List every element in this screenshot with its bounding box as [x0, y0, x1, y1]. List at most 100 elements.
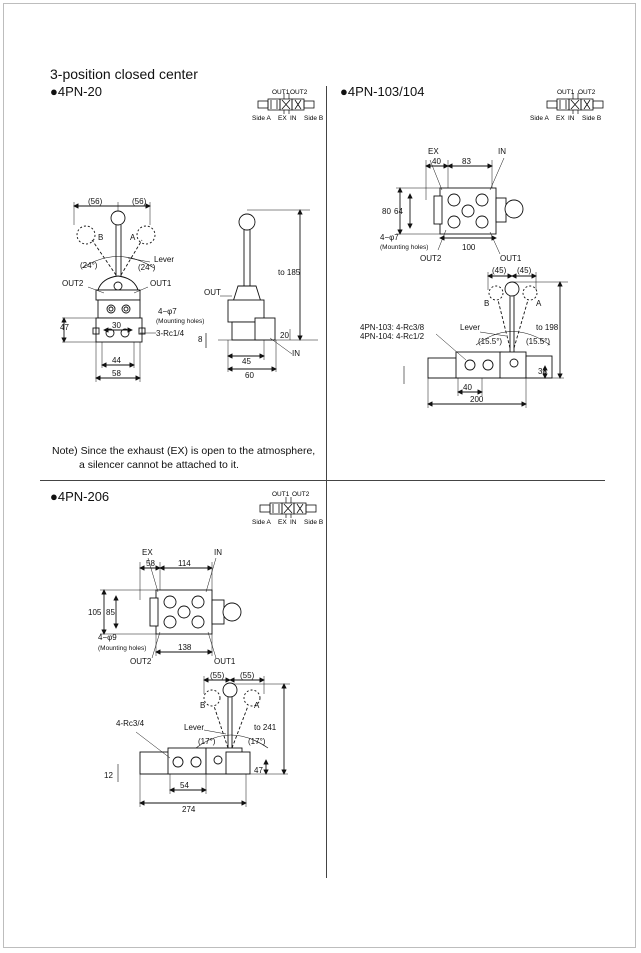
page-title: 3-position closed center	[50, 66, 198, 82]
holes-4pn-206: 4−φ9	[98, 633, 117, 642]
label-out2: OUT2	[420, 254, 442, 263]
dim-47: 47	[60, 323, 69, 332]
valve-symbol-4pn-20: OUT1 OUT2 Side A EX IN Side B	[252, 89, 323, 122]
labels-4pn-103-top: EX IN 40 83 80 64 4−φ7 (Mounting holes) …	[380, 147, 522, 263]
sym-in: IN	[568, 115, 575, 122]
dim-56-right: (56)	[132, 197, 147, 206]
dim-45-left: (45)	[492, 266, 507, 275]
ports-4pn-104: 4PN-104: 4-Rc1/2	[360, 332, 425, 341]
dim-20: 20	[280, 331, 289, 340]
note-line-1: Note) Since the exhaust (EX) is open to …	[52, 445, 316, 457]
sym-in: IN	[290, 519, 297, 526]
dim-to-241: to 241	[254, 723, 277, 732]
holes-sub-4pn-206: (Mounting holes)	[98, 645, 146, 652]
dim-45: 45	[242, 357, 251, 366]
drawing-4pn-103-top	[396, 157, 524, 255]
label-ex: EX	[428, 147, 439, 156]
angle-left: (17°)	[198, 737, 216, 746]
label-in: IN	[498, 147, 506, 156]
dim-200: 200	[470, 395, 484, 404]
dim-12: 12	[104, 771, 113, 780]
holes-sub-4pn-20: (Mounting holes)	[156, 318, 204, 325]
dim-to-198: to 198	[536, 323, 559, 332]
sym-side-b: Side B	[304, 115, 323, 122]
dim-8: 8	[198, 335, 203, 344]
label-in: IN	[292, 349, 300, 358]
column-divider-bottom	[326, 482, 327, 878]
labels-4pn-206-top: EX IN 58 114 105 85 4−φ9 (Mounting holes…	[88, 548, 236, 666]
dim-54: 54	[180, 781, 189, 790]
label-a: A	[130, 233, 136, 242]
dim-38: 38	[538, 367, 547, 376]
sym-out1: OUT1	[272, 491, 290, 498]
label-out2: OUT2	[62, 279, 84, 288]
drawing-4pn-206-top	[100, 557, 242, 659]
sym-side-a: Side A	[252, 115, 271, 122]
label-b: B	[98, 233, 103, 242]
dim-64: 64	[394, 207, 403, 216]
section-divider	[40, 480, 605, 481]
dim-138: 138	[178, 643, 192, 652]
labels-4pn-103-front: (45) (45) B A Lever 4PN-103: 4-Rc3/8 4PN…	[360, 266, 559, 404]
valve-symbol-4pn-206: OUT1 OUT2 Side A EX IN Side B	[252, 491, 323, 526]
dim-80: 80	[382, 207, 391, 216]
label-a: A	[536, 299, 542, 308]
model-heading-4pn-206: ●4PN-206	[50, 489, 110, 504]
labels-4pn-20-front: (56) (56) B A (24°) (24°) Lever OUT2 OUT…	[60, 197, 204, 378]
dim-58: 58	[146, 559, 155, 568]
dim-44: 44	[112, 356, 121, 365]
column-divider-top	[326, 86, 327, 483]
ports-4pn-103: 4PN-103: 4-Rc3/8	[360, 323, 425, 332]
sym-ex: EX	[556, 115, 565, 122]
sym-out1: OUT1	[272, 89, 290, 96]
angle-left: (24°)	[80, 261, 98, 270]
holes-4pn-20: 4−φ7	[158, 307, 177, 316]
dim-58: 58	[112, 369, 121, 378]
holes-sub-4pn-103: (Mounting holes)	[380, 244, 428, 251]
ports-4pn-206: 4-Rc3/4	[116, 719, 145, 728]
label-out: OUT	[204, 288, 221, 297]
sym-out2: OUT2	[292, 491, 310, 498]
sym-side-b: Side B	[304, 519, 323, 526]
label-out2: OUT2	[130, 657, 152, 666]
label-lever: Lever	[154, 255, 174, 264]
angle-right: (15.5°)	[526, 337, 550, 346]
sym-side-a: Side A	[252, 519, 271, 526]
page-frame	[3, 3, 636, 948]
dim-to-185: to 185	[278, 268, 301, 277]
model-heading-4pn-103-104: ●4PN-103/104	[340, 84, 425, 99]
label-out1: OUT1	[214, 657, 236, 666]
dim-47: 47	[254, 766, 263, 775]
drawing-4pn-20-front	[61, 202, 156, 382]
drawing-4pn-206-front	[117, 676, 290, 807]
sym-side-b: Side B	[582, 115, 601, 122]
model-heading-4pn-20: ●4PN-20	[50, 84, 102, 99]
sym-out1: OUT1	[557, 89, 575, 96]
dim-60: 60	[245, 371, 254, 380]
holes-4pn-103: 4−φ7	[380, 233, 399, 242]
dim-30: 30	[112, 321, 121, 330]
label-ex: EX	[142, 548, 153, 557]
sym-in: IN	[290, 115, 297, 122]
dim-105: 105	[88, 608, 102, 617]
label-out1: OUT1	[150, 279, 172, 288]
drawing-4pn-20-side	[205, 209, 318, 372]
dim-40-bottom: 40	[463, 383, 472, 392]
label-a: A	[254, 701, 260, 710]
dim-83: 83	[462, 157, 471, 166]
sym-side-a: Side A	[530, 115, 549, 122]
labels-4pn-206-front: (55) (55) B A 4-Rc3/4 Lever (17°) (17°) …	[104, 671, 277, 814]
dim-274: 274	[182, 805, 196, 814]
label-lever: Lever	[460, 323, 480, 332]
sym-ex: EX	[278, 519, 287, 526]
sym-out2: OUT2	[578, 89, 596, 96]
drawing-4pn-103-front	[403, 272, 568, 408]
note-line-2: a silencer cannot be attached to it.	[79, 459, 239, 471]
dim-85: 85	[106, 608, 115, 617]
dim-55-right: (55)	[240, 671, 255, 680]
angle-right: (24°)	[138, 263, 156, 272]
labels-4pn-20-side: to 185 OUT 8 20 45 60 IN	[198, 268, 301, 380]
label-lever: Lever	[184, 723, 204, 732]
ports-4pn-20: 3-Rc1/4	[156, 329, 185, 338]
